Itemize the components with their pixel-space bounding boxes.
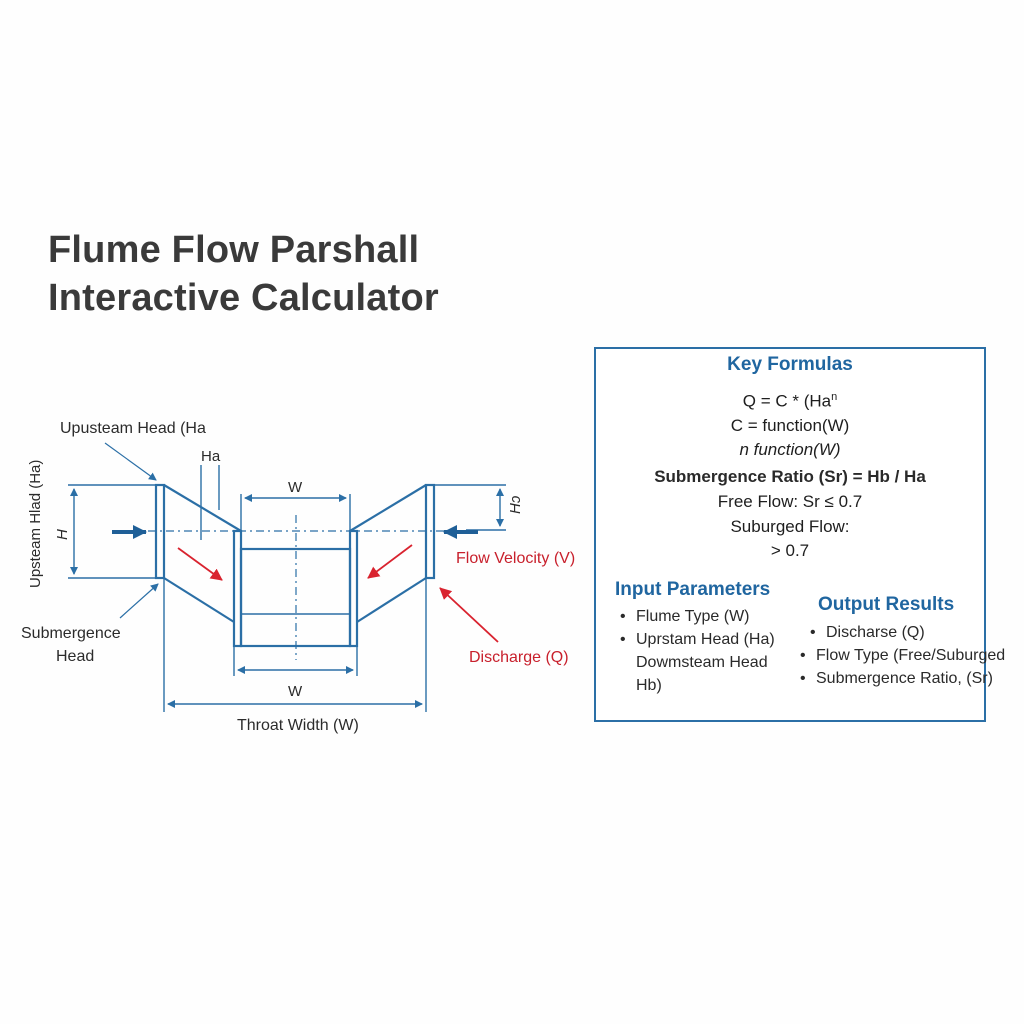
title-line-1: Flume Flow Parshall xyxy=(48,229,420,271)
h-left-label: H xyxy=(54,529,71,540)
formula-submerged-threshold: > 0.7 xyxy=(770,541,810,560)
upstream-head-side-label: Upsteam Hlad (Ha) xyxy=(27,460,44,588)
submergence-head-label: Submergence Head xyxy=(21,625,125,665)
list-item: •Submergence Ratio, (Sr) xyxy=(800,670,993,687)
key-formulas-heading: Key Formulas xyxy=(727,354,853,375)
formula-discharge: Q = C * (Han xyxy=(596,391,984,412)
upstream-head-label: Upusteam Head (Ha xyxy=(60,420,206,437)
flow-arrow-right xyxy=(367,544,413,579)
input-parameters-heading: Input Parameters xyxy=(615,579,771,600)
parshall-flume-diagram: Upusteam Head (Ha Ha Upsteam Hlad (Ha) H… xyxy=(21,420,575,734)
flow-velocity-label: Flow Velocity (V) xyxy=(456,550,575,567)
list-item: •Uprstam Head (Ha) xyxy=(620,631,775,648)
flume-structure xyxy=(154,483,436,648)
output-results-heading: Output Results xyxy=(818,594,955,615)
formula-coefficient: C = function(W) xyxy=(730,416,850,435)
submergence-head-line-2: Head xyxy=(56,648,94,665)
formula-free-flow: Free Flow: Sr ≤ 0.7 xyxy=(717,492,863,511)
formula-submerged-flow: Suburged Flow: xyxy=(730,517,850,536)
title-line-2: Interactive Calculator xyxy=(48,277,439,319)
output-results-list: •Discharse (Q) •Flow Type (Free/Suburged… xyxy=(800,621,1005,690)
list-item: •Flow Type (Free/Suburged xyxy=(800,647,1006,664)
list-item: •Discharse (Q) xyxy=(810,624,925,641)
discharge-label: Discharge (Q) xyxy=(469,649,569,666)
submergence-head-line-1: Submergence xyxy=(21,625,121,642)
formula-panel: Key Formulas Q = C * (Han C = function(W… xyxy=(594,347,1005,722)
page-title: Flume Flow Parshall Interactive Calculat… xyxy=(48,226,439,322)
input-parameters-list: •Flume Type (W) •Uprstam Head (Ha) Dowms… xyxy=(620,605,775,697)
h-right-label: Hↄ xyxy=(507,495,524,514)
ha-small-label: Ha xyxy=(201,448,221,465)
discharge-arrow xyxy=(439,587,499,643)
formula-exponent: n xyxy=(831,391,838,403)
list-item-continuation: Dowmsteam Head xyxy=(636,654,768,671)
w-bottom-label: W xyxy=(288,683,303,700)
flow-arrow-left xyxy=(177,547,223,581)
throat-width-label: Throat Width (W) xyxy=(237,717,359,734)
list-item-continuation: Hb) xyxy=(636,677,662,694)
formula-discharge-text: Q = C * (Ha xyxy=(742,391,832,411)
w-top-label: W xyxy=(288,479,303,496)
formula-exponent-fn: n function(W) xyxy=(739,440,841,459)
formula-submergence-ratio: Submergence Ratio (Sr) = Hb / Ha xyxy=(654,467,926,486)
right-outlet-wall xyxy=(424,483,436,580)
list-item: •Flume Type (W) xyxy=(620,608,750,625)
